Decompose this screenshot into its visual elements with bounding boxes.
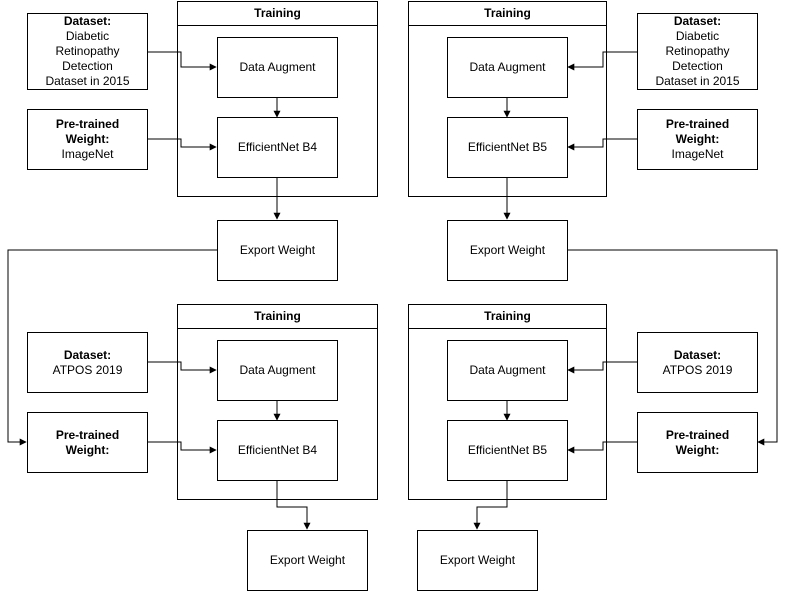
dataset-name: ATPOS 2019 [662,362,733,377]
arrow-pretrained-to-b4-tl [147,138,217,151]
dataset-name-line: Retinopathy [665,44,730,58]
pretrained-value: ImageNet [61,147,114,161]
training-container-bottom-left: Training [177,304,378,500]
pretrained-box-top-right: Pre-trained Weight: ImageNet [637,109,758,170]
data-augment-label: Data Augment [469,363,546,377]
arrow-dataset-to-augment-tr [567,51,637,71]
efficientnet-label: EfficientNet B4 [237,140,318,154]
pretrained-label: Weight: [65,132,110,146]
data-augment-box-top-left: Data Augment [217,37,338,98]
dataset-box-bottom-left: Dataset: ATPOS 2019 [27,332,148,393]
dataset-name-line: Diabetic [675,29,720,43]
arrow-dataset-to-augment-bl [147,361,217,374]
dataset-name-line: Detection [672,59,723,73]
training-header: Training [178,2,377,26]
dataset-name-line: Dataset in 2015 [655,74,740,88]
dataset-name-line: Diabetic [65,29,110,43]
export-weight-box-top-right: Export Weight [447,220,568,281]
pretrained-value: ImageNet [671,147,724,161]
pretrained-label: Weight: [675,442,720,457]
data-augment-box-top-right: Data Augment [447,37,568,98]
dataset-box-top-right: Dataset: Diabetic Retinopathy Detection … [637,13,758,90]
efficientnet-label: EfficientNet B5 [467,443,548,457]
efficientnet-label: EfficientNet B4 [237,443,318,457]
dataset-name-line: Retinopathy [55,44,120,58]
data-augment-label: Data Augment [469,60,546,74]
pretrained-label: Pre-trained [665,117,730,131]
arrow-pretrained-to-b5-tr [567,138,637,151]
data-augment-label: Data Augment [239,363,316,377]
arrow-pretrained-to-b5-br [567,441,637,454]
export-weight-label: Export Weight [469,243,546,257]
efficientnet-b5-box-bottom: EfficientNet B5 [447,420,568,481]
data-augment-box-bottom-right: Data Augment [447,340,568,401]
pretrained-label: Pre-trained [55,117,120,131]
pretrained-box-top-left: Pre-trained Weight: ImageNet [27,109,148,170]
efficientnet-b4-box-bottom: EfficientNet B4 [217,420,338,481]
efficientnet-b4-box-top: EfficientNet B4 [217,117,338,178]
arrow-b4-to-export-bl [276,480,311,530]
dataset-name-line: Dataset in 2015 [45,74,130,88]
export-weight-label: Export Weight [269,553,346,567]
data-augment-box-bottom-left: Data Augment [217,340,338,401]
dataset-name-line: Detection [62,59,113,73]
efficientnet-b5-box-top: EfficientNet B5 [447,117,568,178]
pretrained-label: Weight: [675,132,720,146]
arrow-export-b4-to-pretrained-bl [7,249,217,446]
export-weight-box-bottom-right: Export Weight [417,530,538,591]
pretrained-label: Pre-trained [665,427,730,442]
export-weight-label: Export Weight [439,553,516,567]
dataset-box-top-left: Dataset: Diabetic Retinopathy Detection … [27,13,148,90]
pretrained-box-bottom-right: Pre-trained Weight: [637,412,758,473]
pretrained-label: Weight: [65,442,110,457]
arrow-b5-to-export-br [473,480,508,530]
export-weight-label: Export Weight [239,243,316,257]
dataset-label: Dataset: [63,347,112,362]
data-augment-label: Data Augment [239,60,316,74]
dataset-label: Dataset: [63,14,112,28]
arrow-dataset-to-augment-br [567,361,637,374]
efficientnet-label: EfficientNet B5 [467,140,548,154]
arrow-export-b5-to-pretrained-br [567,249,778,446]
arrow-dataset-to-augment-tl [147,51,217,71]
export-weight-box-bottom-left: Export Weight [247,530,368,591]
dataset-label: Dataset: [673,14,722,28]
export-weight-box-top-left: Export Weight [217,220,338,281]
training-header: Training [178,305,377,329]
training-header: Training [409,2,606,26]
training-header: Training [409,305,606,329]
dataset-name: ATPOS 2019 [52,362,123,377]
pretrained-label: Pre-trained [55,427,120,442]
pretrained-box-bottom-left: Pre-trained Weight: [27,412,148,473]
dataset-box-bottom-right: Dataset: ATPOS 2019 [637,332,758,393]
arrow-pretrained-to-b4-bl [147,441,217,454]
dataset-label: Dataset: [673,347,722,362]
